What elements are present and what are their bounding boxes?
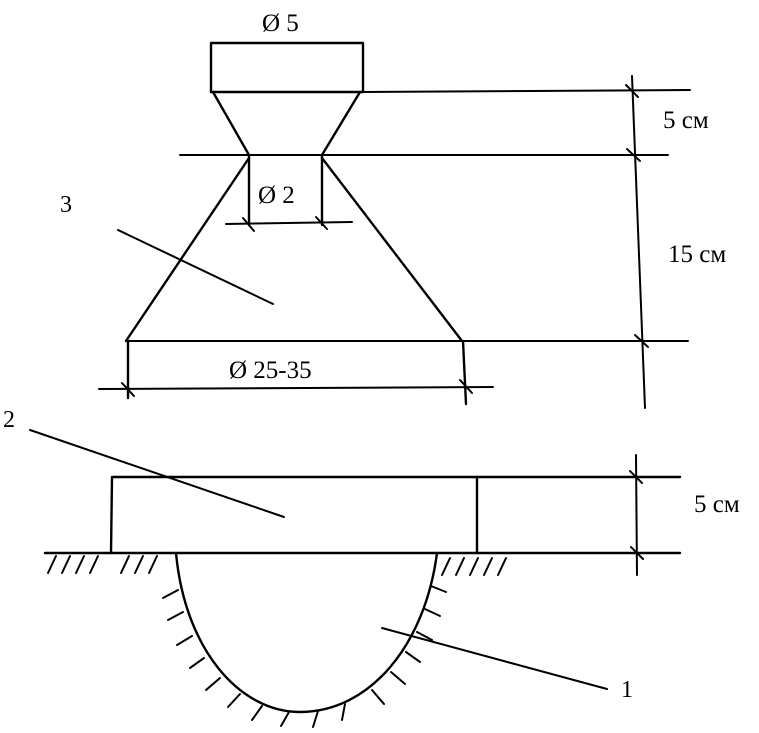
bowl [174,551,439,714]
height-label-plate: 5 см [694,491,740,518]
neck [225,153,353,232]
base-dimension-line [98,379,494,397]
height-label-top-section: 5 см [663,107,709,134]
height-label-cone-section: 15 см [668,241,726,268]
plate [109,475,682,555]
cone [124,156,468,406]
funnel-taper [211,90,362,157]
leader-line-1 [381,627,608,690]
diameter-label-top: Ø 5 [262,10,299,37]
part-number-1: 1 [621,677,633,703]
part-number-3: 3 [60,192,72,218]
leader-line-2 [29,429,285,518]
diameter-label-neck: Ø 2 [258,182,295,209]
bowl-hatching [162,585,447,728]
diameter-label-base: Ø 25-35 [229,357,312,384]
part-number-2: 2 [3,407,15,433]
ground-hatching [47,555,507,576]
vertical-dimension-line [625,75,649,409]
leader-line-3 [117,229,274,305]
plate-dimension-line [629,454,644,576]
top-cylinder [209,41,365,94]
reference-line-top [362,89,691,93]
